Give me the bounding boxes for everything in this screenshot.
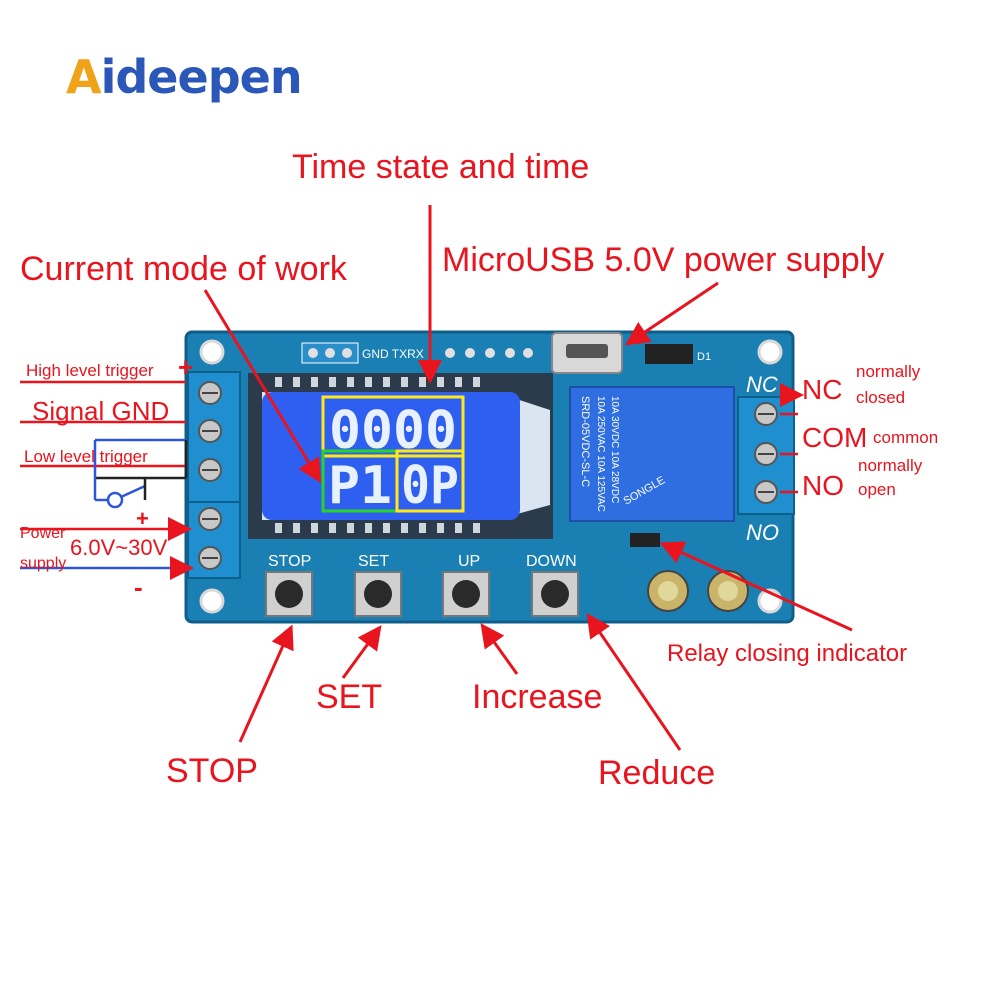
label-minus: -	[134, 572, 143, 602]
label-nc-desc-1: normally	[856, 362, 921, 381]
stop-button[interactable]	[265, 571, 313, 617]
brand-logo: Aideepen	[66, 50, 303, 104]
label-increase: Increase	[472, 678, 603, 716]
mount-hole	[199, 588, 225, 614]
diode-d1	[645, 344, 693, 364]
svg-text:10A 250VAC 10A 125VAC: 10A 250VAC 10A 125VAC	[595, 396, 606, 512]
label-time-state: Time state and time	[292, 148, 590, 186]
label-stop: STOP	[166, 752, 258, 790]
terminal-screws	[198, 381, 222, 570]
mount-hole	[199, 339, 225, 365]
silk-down: DOWN	[526, 553, 577, 570]
up-button[interactable]	[442, 571, 490, 617]
mount-hole	[757, 339, 783, 365]
label-nc: NC	[802, 374, 843, 405]
silk-set: SET	[358, 553, 389, 570]
lcd-time-digits: 0000	[329, 401, 457, 461]
time-display-highlight	[321, 395, 465, 458]
label-voltage-range: 6.0V~30V	[70, 535, 168, 560]
relay-indicator-led	[630, 533, 660, 547]
silk-stop: STOP	[268, 553, 311, 570]
relay	[569, 386, 735, 522]
label-reduce: Reduce	[598, 754, 716, 792]
silk-up: UP	[458, 553, 480, 570]
label-power: Power	[20, 525, 66, 542]
lcd-value-digits: 0P	[401, 456, 459, 516]
label-plus: +	[136, 506, 149, 531]
silk-no: NO	[746, 520, 779, 545]
svg-text:10A 30VDC 10A 28VDC: 10A 30VDC 10A 28VDC	[609, 396, 620, 503]
label-com-desc: common	[873, 428, 939, 447]
label-high-trigger: High level trigger	[26, 361, 154, 380]
label-plus-top: +	[178, 352, 194, 382]
label-no: NO	[802, 470, 844, 501]
silk-gnd-txrx: GND TXRX	[362, 347, 424, 361]
label-supply: supply	[20, 555, 67, 572]
annotation-arrows	[168, 205, 853, 751]
label-com: COM	[802, 422, 868, 453]
label-no-desc-2: open	[858, 480, 896, 499]
label-signal-gnd: Signal GND	[32, 396, 170, 426]
wiring-lines	[20, 380, 188, 570]
svg-text:D1: D1	[697, 351, 711, 363]
down-button[interactable]	[531, 571, 579, 617]
label-no-desc-1: normally	[858, 456, 923, 475]
lcd-mode-digits: P1	[328, 456, 392, 516]
label-relay-indicator: Relay closing indicator	[667, 640, 908, 667]
label-microusb: MicroUSB 5.0V power supply	[442, 241, 885, 279]
label-nc-desc-2: closed	[856, 388, 906, 407]
left-terminal-block	[187, 371, 241, 579]
set-button[interactable]	[354, 571, 402, 617]
svg-text:SRD-05VDC-SL-C: SRD-05VDC-SL-C	[579, 396, 591, 487]
label-set: SET	[316, 678, 383, 716]
label-low-trigger: Low level trigger	[24, 447, 148, 466]
value-display-highlight	[395, 449, 465, 513]
label-current-mode: Current mode of work	[20, 250, 347, 288]
silk-nc: NC	[746, 372, 778, 397]
